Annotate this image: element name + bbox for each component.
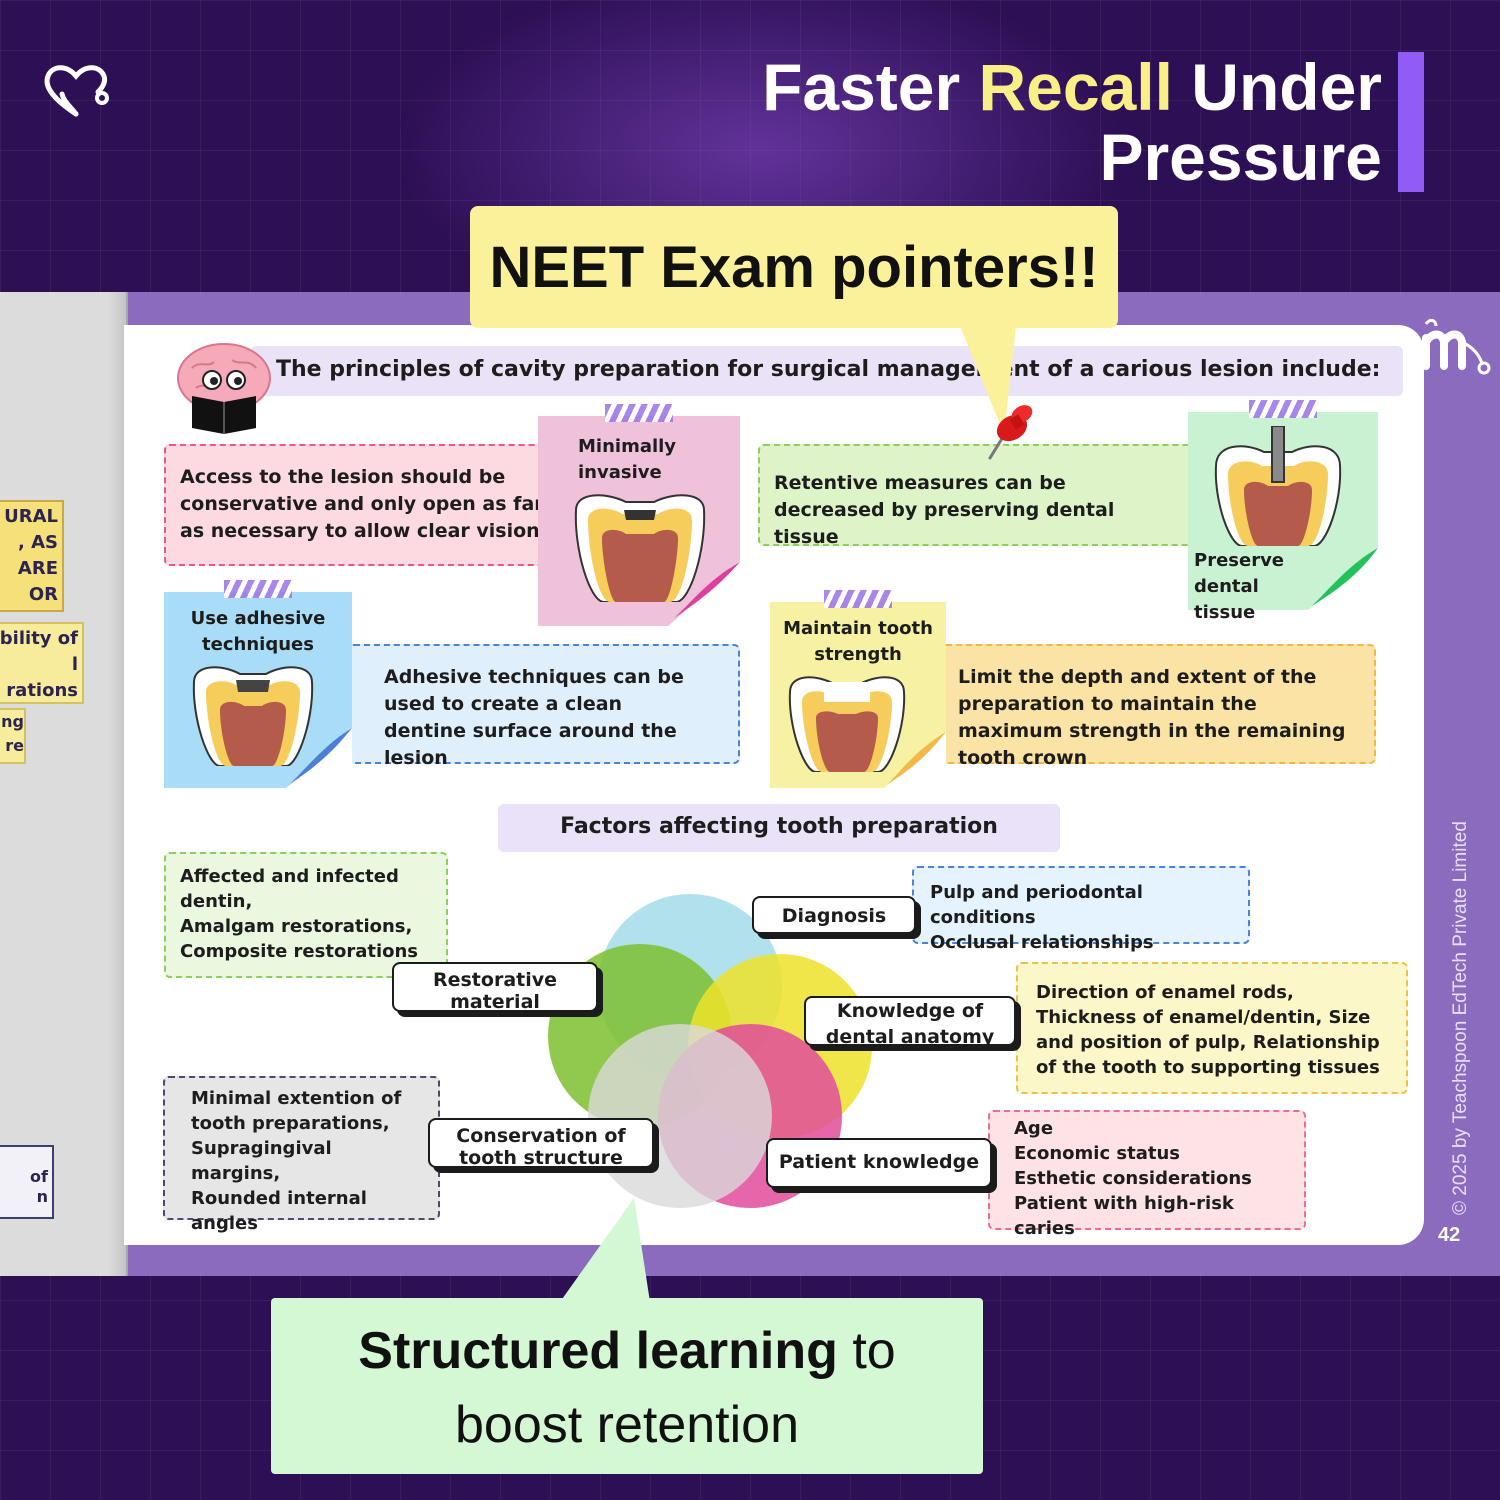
restorative-material-label: Restorative material bbox=[392, 962, 598, 1013]
watermark-logo bbox=[1422, 318, 1491, 375]
restorative-material-box: Affected and infected dentin, Amalgam re… bbox=[164, 852, 448, 978]
conservation-box: Minimal extention of tooth preparations,… bbox=[163, 1076, 440, 1234]
headline-highlight: Recall bbox=[978, 50, 1173, 124]
pushpin-icon bbox=[988, 405, 1033, 460]
tooth-illustration bbox=[788, 676, 906, 772]
retentive-note: Retentive measures can be decreased by p… bbox=[758, 444, 1198, 548]
patient-knowledge-box: Age Economic status Esthetic considerati… bbox=[988, 1110, 1306, 1239]
callout-tail bbox=[560, 1198, 650, 1302]
tape bbox=[224, 580, 292, 598]
page-number: 42 bbox=[1438, 1224, 1461, 1246]
sticky-preserve-dental-tissue: Preserve dental tissue bbox=[1188, 400, 1378, 623]
diagnosis-box: Pulp and periodontal conditions Occlusal… bbox=[912, 866, 1250, 953]
tooth-illustration bbox=[574, 494, 706, 602]
headline-part2: Under bbox=[1172, 50, 1382, 124]
sticky-use-adhesive: Use adhesive techniques bbox=[164, 580, 352, 788]
sticky-label: Maintain tooth strength bbox=[783, 618, 933, 665]
headline-line2: Pressure bbox=[1099, 120, 1382, 194]
sticky-label: Use adhesive techniques bbox=[190, 608, 326, 655]
factors-title: Factors affecting tooth preparation bbox=[498, 804, 1060, 852]
sticky-label: Preserve dental tissue bbox=[1194, 550, 1285, 623]
dental-anatomy-box: Direction of enamel rods, Thickness of e… bbox=[1016, 962, 1408, 1094]
adhesive-note: Adhesive techniques can be used to creat… bbox=[348, 644, 740, 769]
structured-learning-callout: Structured learning to boost retention bbox=[271, 1298, 983, 1474]
accent-bar bbox=[1398, 52, 1424, 192]
tape bbox=[1249, 400, 1317, 418]
tape bbox=[824, 590, 892, 608]
book-spine-shadow bbox=[108, 292, 128, 1276]
depth-note: Limit the depth and extent of the prepar… bbox=[930, 644, 1376, 769]
brain-reading-mascot bbox=[177, 343, 271, 434]
page-fold bbox=[286, 728, 352, 788]
sticky-minimally-invasive: Minimally invasive bbox=[538, 404, 740, 626]
left-page bbox=[0, 292, 128, 1276]
neet-callout: NEET Exam pointers!! bbox=[470, 206, 1118, 328]
page-fold bbox=[668, 562, 740, 626]
structured-rest: to bbox=[837, 1322, 896, 1380]
access-note: Access to the lesion should be conservat… bbox=[164, 444, 564, 566]
conservation-label: Conservation of tooth structure bbox=[428, 1118, 654, 1169]
headline: Faster Recall Under Pressure bbox=[762, 52, 1382, 192]
heart-stethoscope-logo bbox=[44, 65, 109, 117]
headline-part1: Faster bbox=[762, 50, 979, 124]
callout-tail bbox=[960, 326, 1016, 434]
tape bbox=[605, 404, 673, 422]
structured-bold: Structured learning bbox=[358, 1322, 838, 1380]
structured-line2: boost retention bbox=[454, 1396, 800, 1454]
page-fold bbox=[1308, 548, 1378, 610]
page-title: The principles of cavity preparation for… bbox=[250, 346, 1403, 396]
dental-anatomy-label: Knowledge of dental anatomy bbox=[804, 996, 1016, 1048]
patient-knowledge-label: Patient knowledge bbox=[766, 1138, 992, 1188]
tooth-illustration bbox=[192, 666, 314, 766]
page-fold bbox=[884, 732, 946, 788]
tooth-illustration bbox=[1214, 426, 1342, 546]
diagnosis-label: Diagnosis bbox=[752, 896, 916, 934]
sticky-label: Minimally invasive bbox=[578, 436, 677, 483]
sticky-maintain-strength: Maintain tooth strength bbox=[770, 590, 946, 788]
copyright-credit: © 2025 by Teachspoon EdTech Private Limi… bbox=[1450, 821, 1471, 1215]
